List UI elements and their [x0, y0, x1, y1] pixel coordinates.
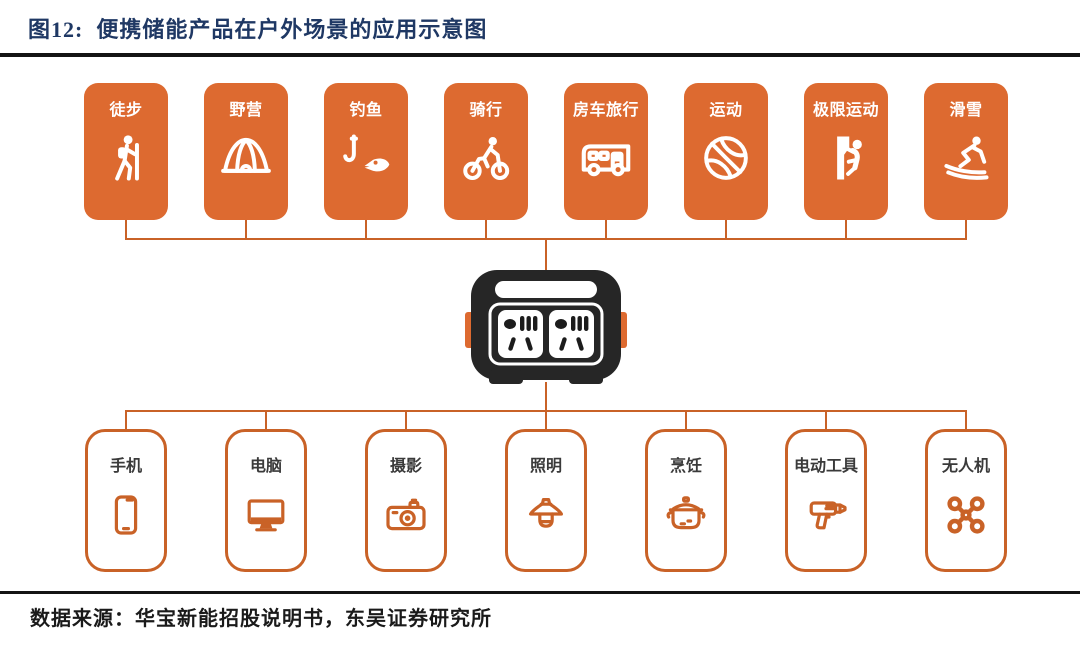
scenario-label: 骑行 [469, 102, 503, 119]
connector-drop-bottom-5 [685, 410, 687, 429]
device-card-computer: 电脑 [225, 429, 307, 572]
drone-icon [941, 490, 991, 540]
title-divider-rule [0, 53, 1080, 57]
scenario-label: 房车旅行 [572, 102, 639, 119]
device-label: 烹饪 [669, 458, 702, 475]
scenario-label: 运动 [709, 102, 743, 119]
data-source-text: 数据来源：华宝新能招股说明书，东吴证券研究所 [30, 608, 492, 630]
device-card-phone: 手机 [85, 429, 167, 572]
connector-drop-bottom-3 [405, 410, 407, 429]
scenario-card-rv-travel: 房车旅行 [564, 83, 648, 220]
connector-drop-bottom-2 [265, 410, 267, 429]
device-label: 照明 [529, 458, 562, 475]
connector-drop-top-8 [965, 220, 967, 238]
connector-drop-bottom-6 [825, 410, 827, 429]
connector-drop-bottom-1 [125, 410, 127, 429]
scenario-label: 钓鱼 [349, 102, 383, 119]
device-row: 手机 电脑 摄影 [85, 429, 1007, 572]
connector-stem-top [545, 238, 547, 270]
connector-drop-bottom-4 [545, 410, 547, 429]
skiing-icon [937, 129, 995, 187]
scenario-row: 徒步 野营 [84, 83, 1008, 220]
scenario-label: 极限运动 [812, 102, 879, 119]
scenario-card-hiking: 徒步 [84, 83, 168, 220]
device-label: 电脑 [249, 458, 282, 475]
connector-drop-top-4 [485, 220, 487, 238]
figure-title: 图12: 便携储能产品在户外场景的应用示意图 [28, 17, 488, 42]
computer-icon [241, 490, 291, 540]
connector-drop-top-5 [605, 220, 607, 238]
lamp-icon [521, 490, 571, 540]
connector-stem-bottom [545, 382, 547, 410]
climbing-icon [817, 129, 875, 187]
scenario-card-extreme-sports: 极限运动 [804, 83, 888, 220]
device-label: 无人机 [941, 458, 990, 475]
device-label: 摄影 [389, 458, 422, 475]
pot-icon [661, 490, 711, 540]
connector-drop-top-3 [365, 220, 367, 238]
hiker-icon [97, 129, 155, 187]
source-divider-rule [0, 591, 1080, 594]
scenario-card-skiing: 滑雪 [924, 83, 1008, 220]
phone-icon [101, 490, 151, 540]
device-card-photography: 摄影 [365, 429, 447, 572]
scenario-card-sports: 运动 [684, 83, 768, 220]
device-card-lighting: 照明 [505, 429, 587, 572]
connector-drop-top-7 [845, 220, 847, 238]
scenario-label: 徒步 [109, 102, 143, 119]
device-card-power-tools: 电动工具 [785, 429, 867, 572]
device-card-cooking: 烹饪 [645, 429, 727, 572]
fishing-icon [337, 129, 395, 187]
tent-icon [217, 129, 275, 187]
drill-icon [801, 490, 851, 540]
basketball-icon [697, 129, 755, 187]
camera-icon [381, 490, 431, 540]
connector-drop-top-2 [245, 220, 247, 238]
scenario-label: 滑雪 [949, 102, 983, 119]
rv-icon [577, 129, 635, 187]
connector-drop-top-1 [125, 220, 127, 238]
scenario-card-camping: 野营 [204, 83, 288, 220]
cycling-icon [457, 129, 515, 187]
device-card-drone: 无人机 [925, 429, 1007, 572]
scenario-card-cycling: 骑行 [444, 83, 528, 220]
scenario-card-fishing: 钓鱼 [324, 83, 408, 220]
device-label: 手机 [109, 458, 142, 475]
connector-drop-top-6 [725, 220, 727, 238]
device-label: 电动工具 [793, 458, 858, 475]
portable-power-station-image [465, 268, 627, 384]
scenario-label: 野营 [229, 102, 263, 119]
connector-drop-bottom-7 [965, 410, 967, 429]
